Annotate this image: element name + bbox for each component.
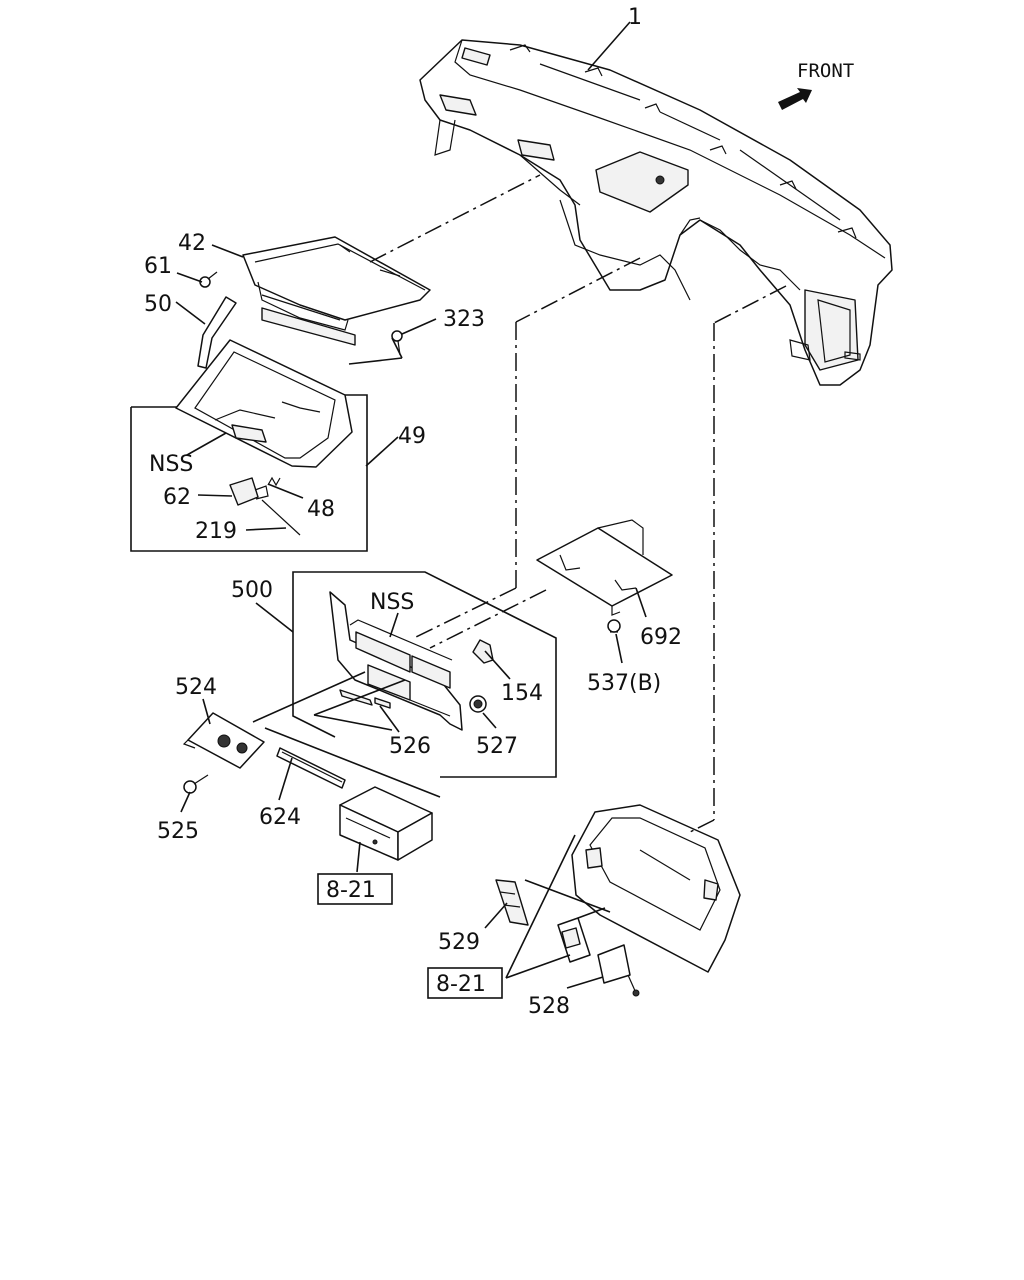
callout-528: 528	[528, 994, 570, 1019]
assembly-frame-500	[292, 571, 557, 778]
audio-unit	[339, 786, 433, 861]
reference-box-right[interactable]: 8-21	[427, 967, 503, 999]
callout-42: 42	[178, 231, 206, 256]
callout-524: 524	[175, 675, 217, 700]
screw-323	[391, 330, 403, 356]
callout-529: 529	[438, 930, 480, 955]
front-arrow-icon	[778, 88, 812, 110]
screw-525	[183, 774, 209, 794]
callout-49: 49	[398, 424, 426, 449]
callout-527: 527	[476, 734, 518, 759]
part-529	[495, 879, 529, 926]
callout-323: 323	[443, 307, 485, 332]
callout-61: 61	[144, 254, 172, 279]
reference-frame-lower	[317, 873, 393, 905]
reference-box-lower[interactable]: 8-21	[317, 873, 393, 905]
callout-500: 500	[231, 578, 273, 603]
reference-label-right: 8-21	[436, 972, 486, 997]
callout-526: 526	[389, 734, 431, 759]
part-528-switches	[557, 917, 640, 997]
meter-hood	[571, 804, 741, 973]
callout-nss-lower: NSS	[370, 590, 414, 615]
bracket-692	[536, 519, 673, 633]
callout-525: 525	[157, 819, 199, 844]
callout-154: 154	[501, 681, 543, 706]
connector-lines	[369, 174, 787, 833]
assembly-frame-49	[130, 339, 368, 552]
reference-frame-right	[427, 967, 503, 999]
callout-labels: 1 42 61 50 323 49 NSS 62 48 219 500 NSS …	[144, 5, 682, 1019]
callout-50: 50	[144, 292, 172, 317]
leader-lines	[175, 21, 647, 989]
front-label: FRONT	[797, 60, 854, 82]
instrument-panel	[419, 39, 893, 386]
callout-692: 692	[640, 625, 682, 650]
callout-nss-upper: NSS	[149, 452, 193, 477]
glove-box-inner	[242, 236, 431, 346]
callout-219: 219	[195, 519, 237, 544]
glove-box-strip	[197, 296, 237, 369]
screw-61	[199, 271, 218, 288]
callout-1: 1	[628, 5, 642, 30]
bracket-524	[182, 712, 265, 769]
part-624-bar	[276, 747, 346, 789]
callout-62: 62	[163, 485, 191, 510]
reference-label-lower: 8-21	[326, 878, 376, 903]
front-indicator: FRONT	[778, 60, 854, 110]
callout-48: 48	[307, 497, 335, 522]
callout-537b: 537(B)	[587, 671, 661, 696]
callout-624: 624	[259, 805, 301, 830]
